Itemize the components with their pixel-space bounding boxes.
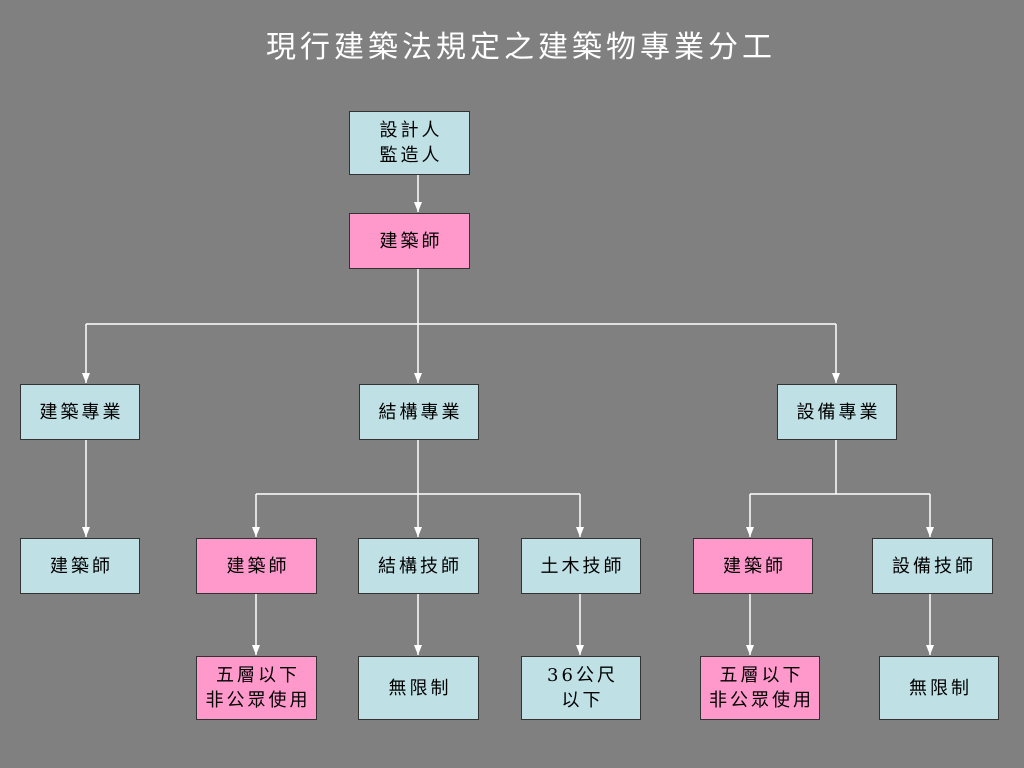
scope-unlimited-equipment-box: 無限制 [879,656,999,720]
scope-five-floors-box: 五層以下 非公眾使用 [196,656,317,720]
box-label: 建築師 [723,555,786,577]
scope-36m-box: 36公尺 以下 [521,656,641,720]
box-label: 建築師 [226,555,290,577]
structure-architect-box: 建築師 [196,538,317,594]
lead-architect-box: 建築師 [349,213,470,269]
box-label-line: 非公眾使用 [709,690,814,711]
box-label-line: 五層以下 [216,665,300,686]
box-label-line: 36公尺 [547,665,618,686]
structural-engineer-box: 結構技師 [358,538,479,594]
scope-unlimited-box: 無限制 [358,656,479,720]
box-label: 結構專業 [378,401,463,423]
architecture-discipline-box: 建築專業 [20,384,140,440]
box-label-line: 以下 [561,690,604,711]
box-label: 土木技師 [540,555,625,577]
box-label: 結構技師 [378,555,462,577]
equipment-architect-box: 建築師 [693,538,813,594]
box-label-line: 無限制 [909,677,972,699]
structure-discipline-box: 結構專業 [359,384,479,440]
equipment-discipline-box: 設備專業 [777,384,897,440]
box-label-line: 五層以下 [719,665,804,686]
box-label-line: 無限制 [388,677,452,699]
civil-engineer-box: 土木技師 [521,538,641,594]
box-label-line: 非公眾使用 [205,690,311,711]
box-label: 建築專業 [39,401,124,423]
box-label: 建築師 [379,230,443,252]
architect-box: 建築師 [20,538,140,594]
scope-five-floors-equipment-box: 五層以下 非公眾使用 [700,656,820,720]
box-label: 設備技師 [892,555,976,577]
box-label: 建築師 [50,555,113,577]
box-label-line: 監造人 [379,145,443,166]
box-label-line: 設計人 [379,120,443,141]
slide-title: 現行建築法規定之建築物專業分工 [266,30,776,65]
equipment-engineer-box: 設備技師 [872,538,993,594]
designer-supervisor-box: 設計人 監造人 [349,111,470,175]
box-label: 設備專業 [796,401,881,423]
